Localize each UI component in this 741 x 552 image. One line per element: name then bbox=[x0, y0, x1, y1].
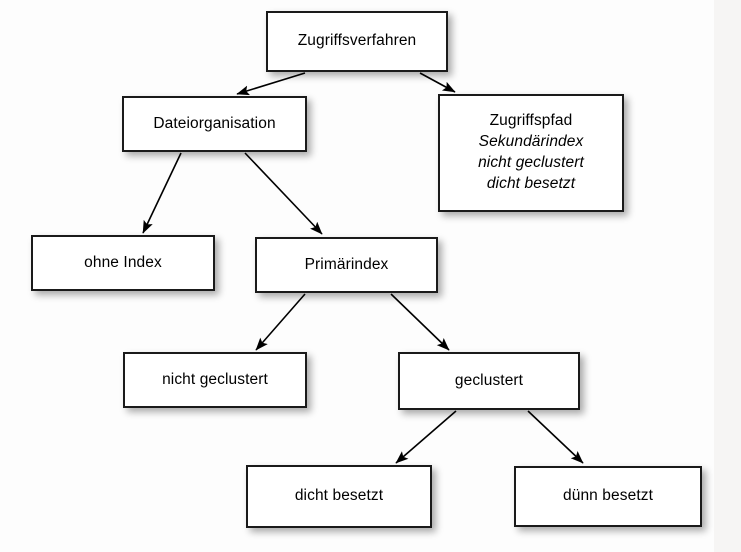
node-ohne-index[interactable]: ohne Index bbox=[31, 235, 215, 291]
node-duenn-besetzt[interactable]: dünn besetzt bbox=[514, 466, 702, 527]
edge-geclustert-to-dicht-besetzt bbox=[395, 410, 457, 464]
edge-primaerindex-to-nicht-geclustert bbox=[255, 293, 306, 351]
node-label: geclustert bbox=[454, 371, 524, 389]
node-label: ohne Index bbox=[84, 253, 162, 271]
node-label: Primärindex bbox=[304, 255, 389, 273]
edge-geclustert-to-duenn-besetzt bbox=[527, 410, 584, 464]
node-label: nicht geclustert bbox=[162, 370, 268, 388]
node-nicht-geclustert[interactable]: nicht geclustert bbox=[123, 352, 307, 408]
node-label: Dateiorganisation bbox=[153, 114, 276, 132]
node-dateiorganisation[interactable]: Dateiorganisation bbox=[122, 96, 307, 152]
page-gutter bbox=[714, 0, 741, 552]
edge-dateiorganisation-to-primaerindex bbox=[244, 152, 323, 235]
node-label: dicht besetzt bbox=[294, 487, 384, 505]
node-label: Zugriffsverfahren bbox=[297, 32, 417, 50]
edge-dateiorganisation-to-ohne-index bbox=[142, 152, 182, 234]
node-zugriffsverfahren[interactable]: Zugriffsverfahren bbox=[266, 11, 448, 72]
edge-zugriffsverfahren-to-zugriffspfad bbox=[419, 72, 456, 93]
node-label: dünn besetzt bbox=[563, 487, 653, 505]
edge-zugriffsverfahren-to-dateiorganisation bbox=[236, 72, 306, 96]
node-primaerindex[interactable]: Primärindex bbox=[255, 237, 438, 293]
node-geclustert[interactable]: geclustert bbox=[398, 352, 580, 410]
node-label: Zugriffspfad bbox=[489, 112, 573, 130]
node-label: dicht besetzt bbox=[486, 174, 576, 192]
node-dicht-besetzt[interactable]: dicht besetzt bbox=[246, 465, 432, 528]
node-label: nicht geclustert bbox=[478, 154, 584, 171]
node-label: Sekundärindex bbox=[478, 133, 584, 151]
edge-primaerindex-to-geclustert bbox=[390, 293, 450, 351]
